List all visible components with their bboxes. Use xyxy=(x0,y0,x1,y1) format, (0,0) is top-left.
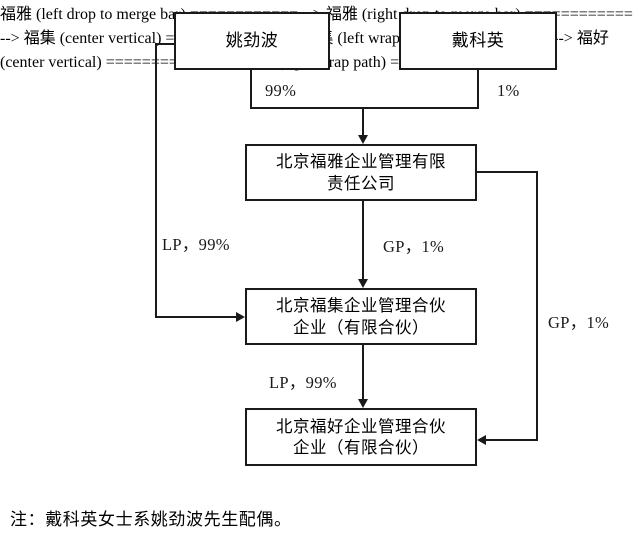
node-beijing-fuji: 北京福集企业管理合伙 企业（有限合伙） xyxy=(245,288,477,345)
node-dai-keying: 戴科英 xyxy=(399,12,557,70)
edge-merge-drop-vertical xyxy=(362,107,364,137)
arrow-into-fuhao-top-icon xyxy=(358,399,368,408)
edge-yao-to-fuji-bottom-horizontal xyxy=(155,316,237,318)
edge-label-dai-to-fuya: 1% xyxy=(497,81,520,100)
arrow-into-fuhao-right-icon xyxy=(477,435,486,445)
node-beijing-fuji-label: 北京福集企业管理合伙 企业（有限合伙） xyxy=(276,296,446,337)
node-yao-jinbo: 姚劲波 xyxy=(174,12,330,70)
edge-label-yao-to-fuji: LP，99% xyxy=(162,235,230,254)
edge-fuya-to-fuji-vertical xyxy=(362,201,364,279)
footnote: 注：戴科英女士系姚劲波先生配偶。 xyxy=(10,510,292,529)
node-dai-keying-label: 戴科英 xyxy=(451,30,505,50)
edge-yao-to-fuji-vertical xyxy=(155,43,157,318)
node-beijing-fuya: 北京福雅企业管理有限 责任公司 xyxy=(245,144,477,201)
node-beijing-fuhao: 北京福好企业管理合伙 企业（有限合伙） xyxy=(245,408,477,466)
edge-label-fuya-to-fuhao: GP，1% xyxy=(548,313,610,332)
edge-merge-bar xyxy=(250,107,478,109)
edge-label-fuji-to-fuhao: LP，99% xyxy=(269,373,337,392)
edge-yao-to-fuya-vertical xyxy=(250,70,252,109)
node-yao-jinbo-label: 姚劲波 xyxy=(225,30,279,50)
node-beijing-fuhao-label: 北京福好企业管理合伙 企业（有限合伙） xyxy=(276,416,446,457)
edge-label-yao-to-fuya: 99% xyxy=(265,81,297,100)
node-beijing-fuya-label: 北京福雅企业管理有限 责任公司 xyxy=(276,152,446,193)
arrow-into-fuya-icon xyxy=(358,135,368,144)
arrow-into-fuji-top-icon xyxy=(358,279,368,288)
edge-fuya-to-fuhao-bottom-horizontal xyxy=(486,439,538,441)
arrow-into-fuji-left-icon xyxy=(236,312,245,322)
edge-fuya-to-fuhao-vertical xyxy=(536,171,538,440)
edge-dai-to-fuya-vertical xyxy=(477,70,479,109)
edge-fuji-to-fuhao-vertical xyxy=(362,345,364,399)
edge-yao-to-fuji-top-horizontal xyxy=(155,43,175,45)
edge-fuya-to-fuhao-top-horizontal xyxy=(477,171,538,173)
edge-label-fuya-to-fuji: GP，1% xyxy=(383,237,445,256)
